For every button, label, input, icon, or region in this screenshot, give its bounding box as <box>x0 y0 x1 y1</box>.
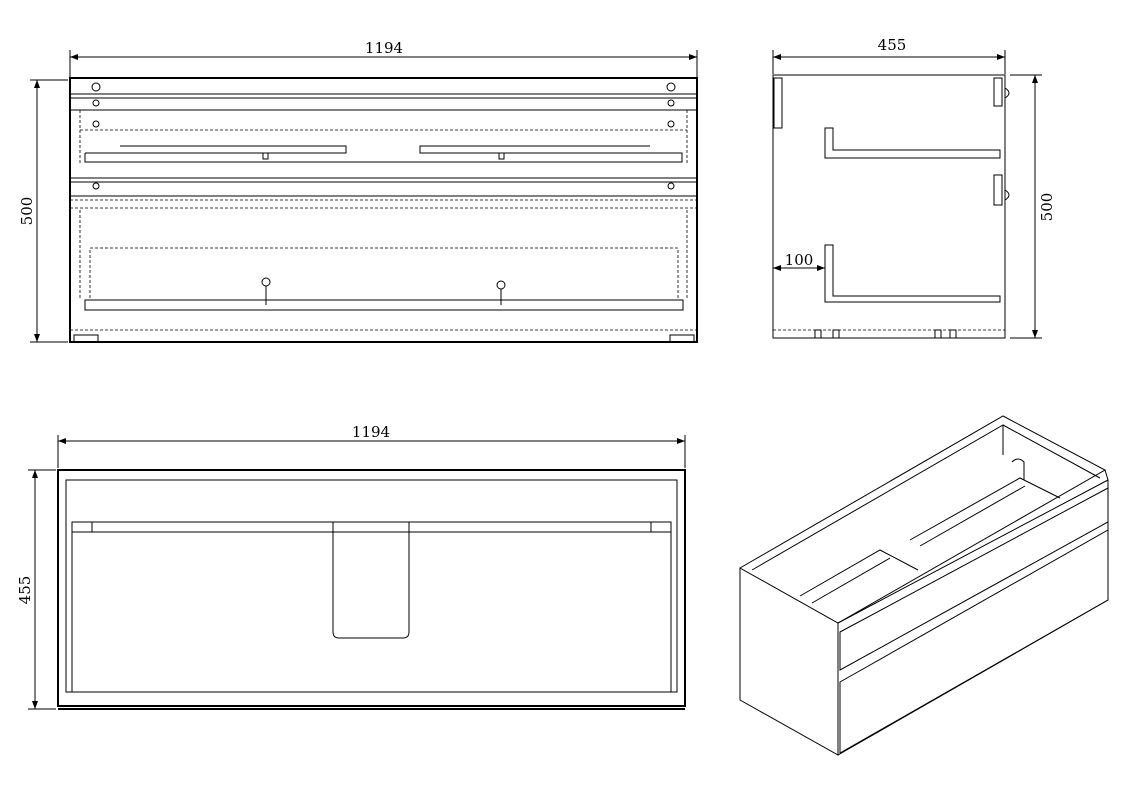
side-depth-label: 455 <box>878 36 907 54</box>
front-view <box>30 50 698 343</box>
side-view <box>772 50 1042 339</box>
top-depth-label: 455 <box>16 576 34 605</box>
side-height-label: 500 <box>1038 193 1056 222</box>
top-width-label: 1194 <box>352 423 390 441</box>
top-view <box>28 435 686 710</box>
front-height-label: 500 <box>18 197 36 226</box>
side-offset-label: 100 <box>785 251 814 269</box>
front-width-label: 1194 <box>365 39 403 57</box>
isometric-view <box>738 415 1109 756</box>
